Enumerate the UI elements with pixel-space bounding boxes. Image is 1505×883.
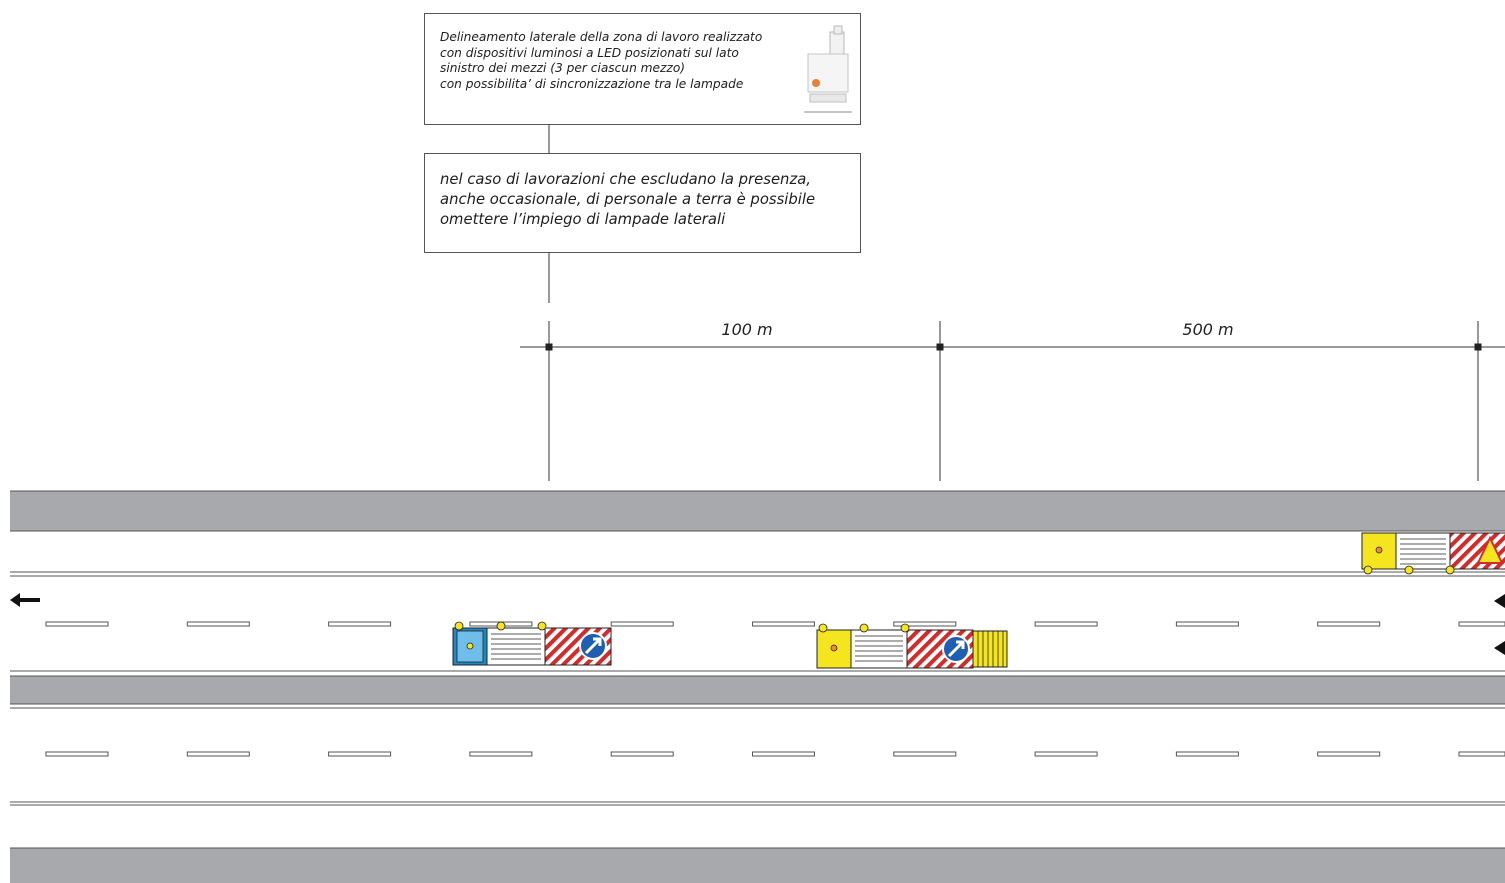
lane-dash: [1034, 621, 1098, 627]
lane-dash: [610, 621, 674, 627]
lane-dash: [328, 621, 392, 627]
info-line: Delineamento laterale della zona di lavo…: [440, 30, 763, 44]
keep-right-sign-icon: [942, 635, 970, 663]
lane-dash: [45, 621, 109, 627]
arrow-left-icon: [10, 593, 40, 607]
lane-dash: [752, 751, 815, 757]
led-lamp-vehicle-thumbnail-icon: [804, 24, 852, 116]
upper-median: [10, 491, 1505, 531]
info-line: sinistro dei mezzi (3 per ciascun mezzo): [440, 61, 686, 75]
lane-dash: [610, 751, 674, 757]
distance-label-500: 500 m: [1182, 320, 1234, 339]
lane-dash: [1317, 751, 1381, 757]
lane-dashes-lower: [45, 751, 1505, 757]
road-edge-lines: [10, 490, 1505, 849]
info-line: omettere l’impiego di lampade laterali: [440, 211, 726, 228]
lane-dash: [893, 751, 957, 757]
yellow-work-vehicle-with-attenuator: [816, 623, 1008, 669]
info-line: con possibilita’ di sincronizzazione tra…: [440, 76, 744, 91]
blue-work-vehicle: [452, 621, 612, 666]
info-line: nel caso di lavorazioni che escludano la…: [440, 171, 811, 188]
lane-dash: [1317, 621, 1381, 627]
info-line: anche occasionale, di personale a terra …: [440, 191, 816, 208]
led-lamp-icon: [454, 621, 547, 631]
info-box-led-delineation: Delineamento laterale della zona di lavo…: [424, 13, 861, 125]
lane-dash: [45, 751, 109, 757]
info-box-text: Delineamento laterale della zona di lavo…: [440, 30, 820, 92]
dimension-markers: [545, 343, 1482, 351]
lane-dash: [1175, 621, 1239, 627]
lane-dash: [186, 621, 250, 627]
info-line: con dispositivi luminosi a LED posiziona…: [440, 45, 739, 60]
lane-dash: [1458, 751, 1505, 757]
info-box-lamp-omission: nel caso di lavorazioni che escludano la…: [424, 153, 861, 253]
yellow-work-vehicle-shoulder: [1361, 532, 1505, 575]
lane-dash: [328, 751, 392, 757]
keep-right-sign-icon: [579, 632, 607, 660]
central-median: [10, 676, 1505, 704]
distance-label-100: 100 m: [721, 320, 773, 339]
arrow-left-icon: [1494, 594, 1505, 608]
info-box-text: nel caso di lavorazioni che escludano la…: [440, 170, 860, 230]
lower-median: [10, 848, 1505, 883]
arrow-left-icon: [1494, 641, 1505, 655]
lane-dash: [752, 621, 815, 627]
led-lamp-icon: [1363, 565, 1455, 575]
attenuator: [972, 630, 1008, 668]
lane-dashes-upper: [45, 621, 1505, 627]
lane-dash: [186, 751, 250, 757]
lane-dash: [469, 751, 533, 757]
lane-dash: [1458, 621, 1505, 627]
lane-dash: [1175, 751, 1239, 757]
lane-dash: [893, 621, 957, 627]
lane-dash: [1034, 751, 1098, 757]
led-lamp-icon: [818, 623, 910, 633]
